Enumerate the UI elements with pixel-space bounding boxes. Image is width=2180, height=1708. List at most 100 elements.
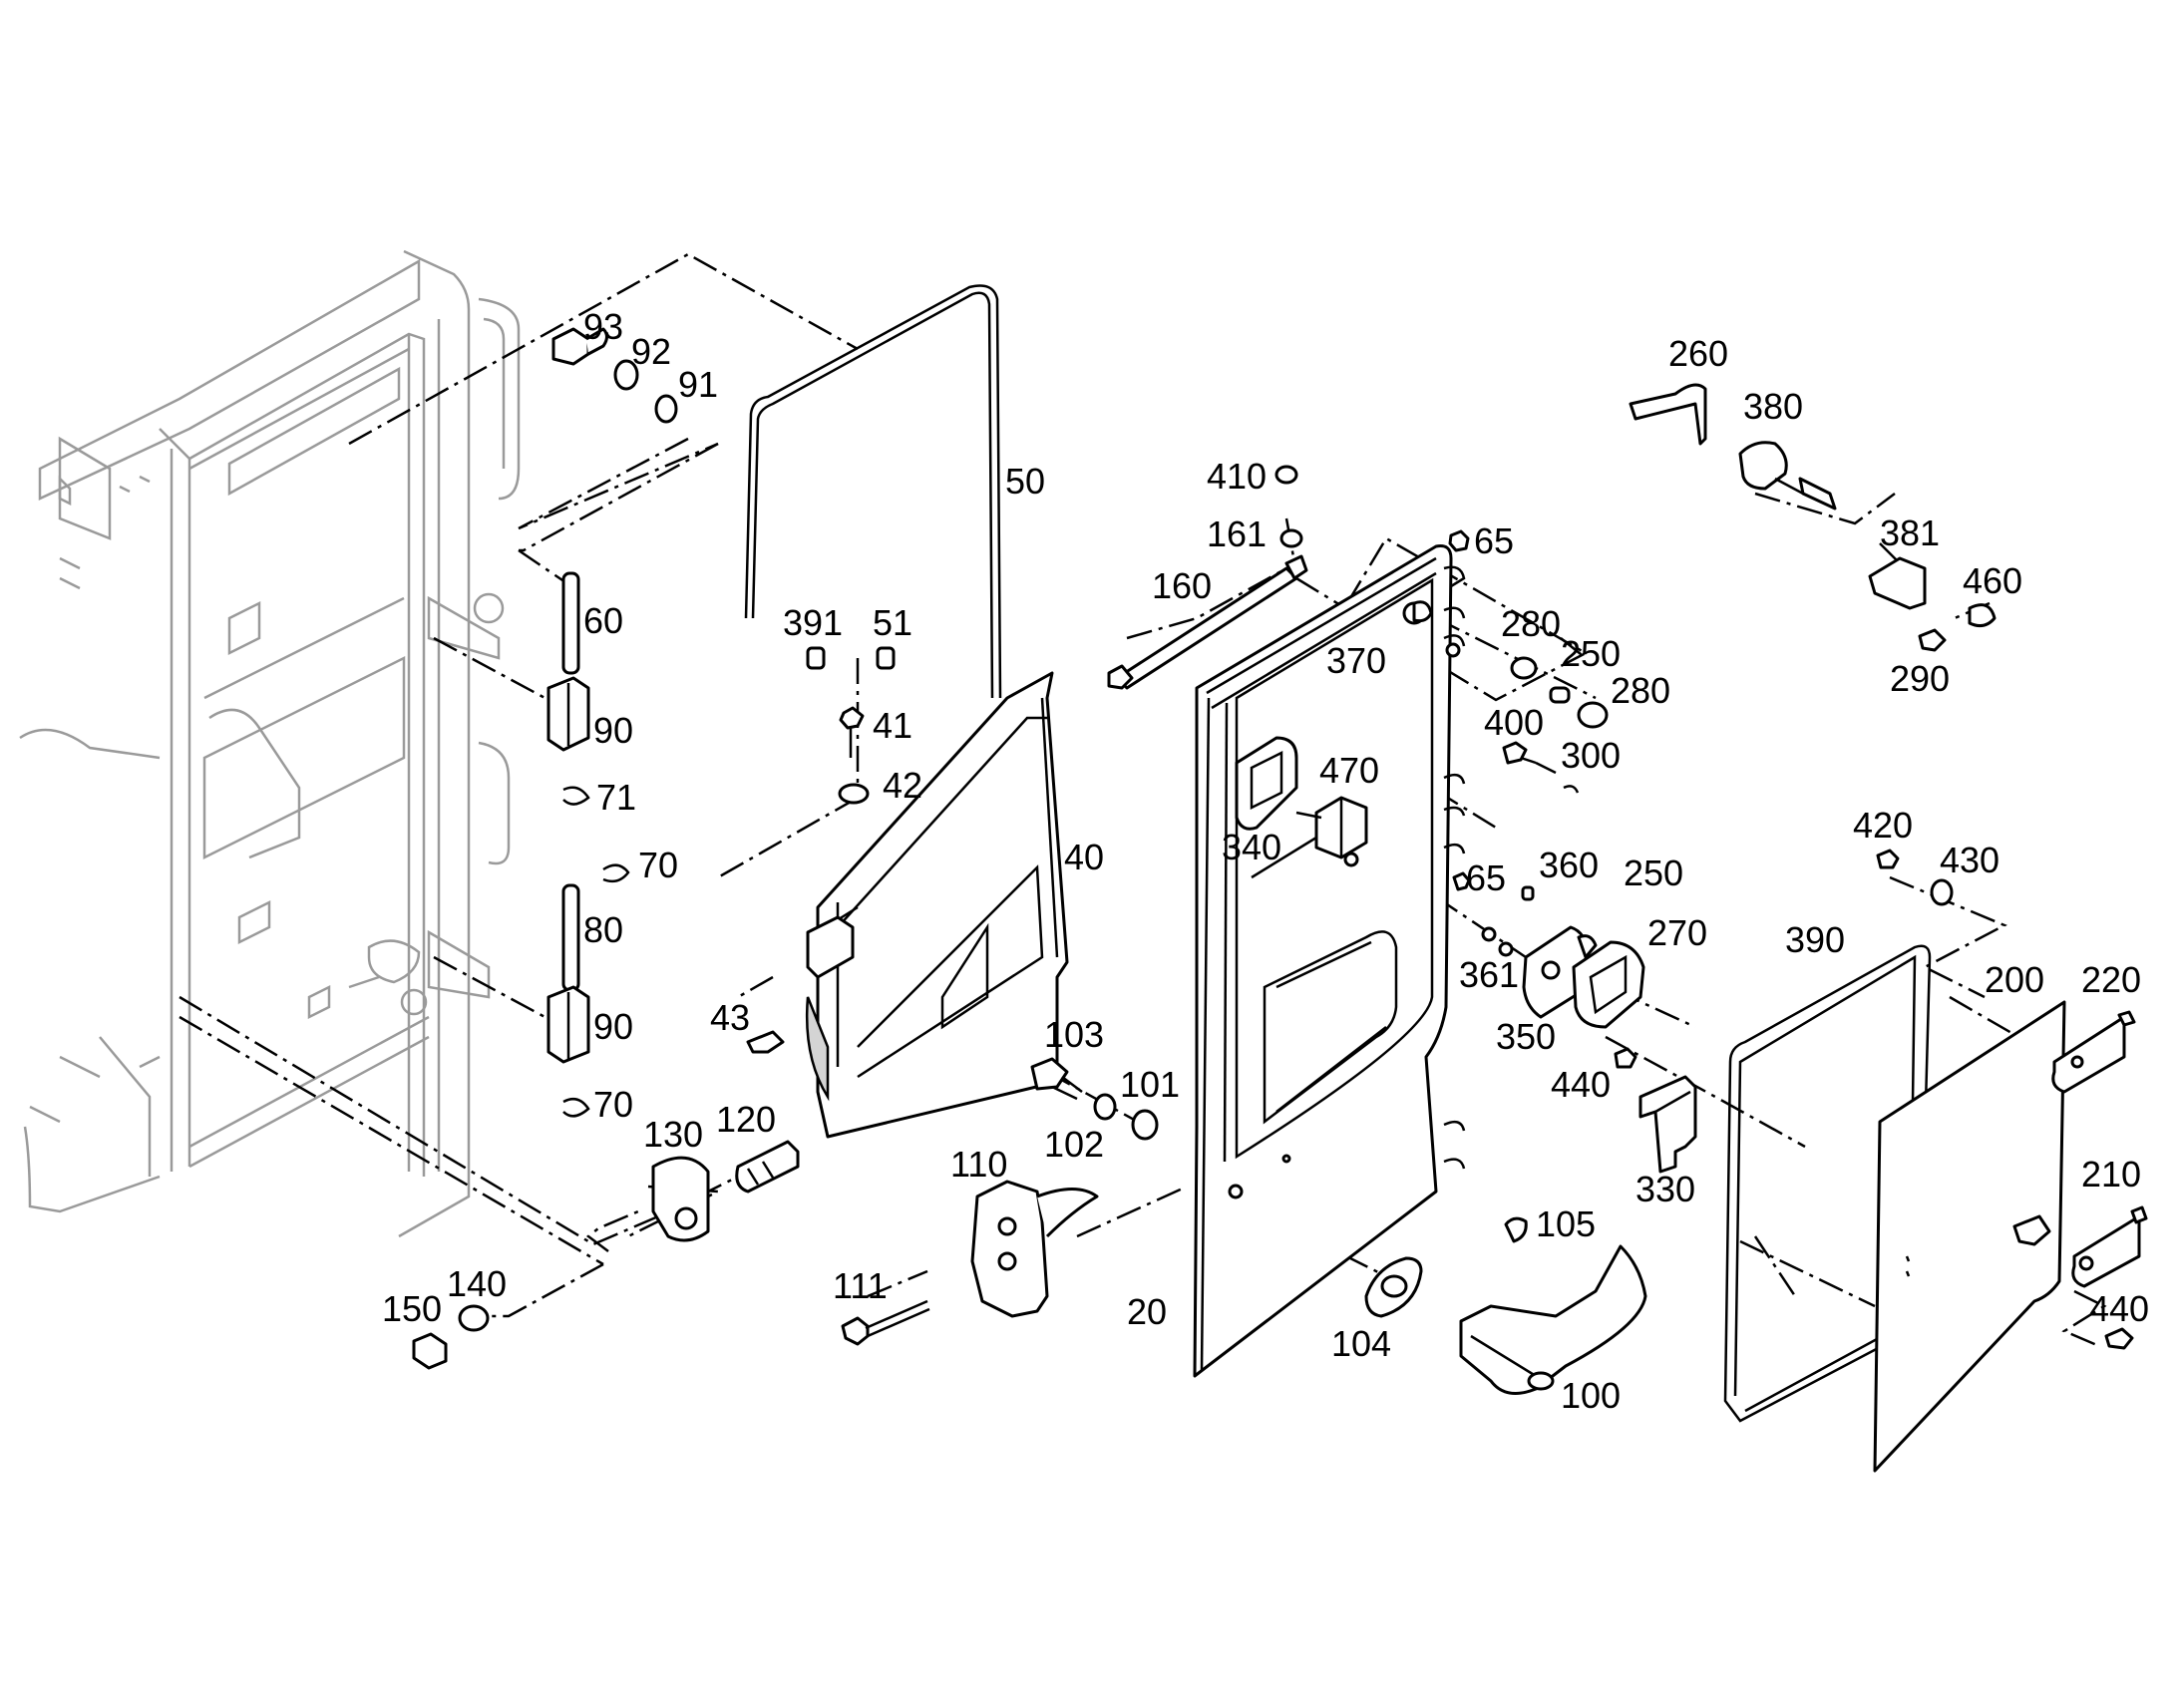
plate-210 — [2071, 1214, 2141, 1288]
callout-440a: 440 — [1551, 1064, 1611, 1105]
callout-290: 290 — [1890, 658, 1950, 699]
bolt-103 — [1030, 1057, 1069, 1091]
callout-350: 350 — [1496, 1016, 1556, 1057]
callout-280b: 280 — [1611, 670, 1670, 711]
callout-260: 260 — [1668, 333, 1728, 374]
seal-390 — [1723, 944, 1932, 1423]
clip-70a — [602, 863, 630, 883]
washer-280b — [1577, 701, 1609, 729]
inner-panel-40 — [805, 671, 1069, 1139]
callout-51: 51 — [873, 602, 912, 643]
callout-300: 300 — [1561, 735, 1621, 776]
clip-300 — [1563, 785, 1580, 794]
screw-400 — [1502, 741, 1528, 765]
pin-60 — [561, 571, 580, 675]
callout-71: 71 — [596, 777, 636, 818]
callout-391: 391 — [783, 602, 843, 643]
door-20 — [1193, 544, 1453, 1378]
callout-92: 92 — [631, 331, 671, 372]
spacer-250b — [1577, 934, 1598, 959]
grommet-105 — [1504, 1216, 1528, 1243]
callout-400: 400 — [1484, 702, 1544, 743]
callout-111: 111 — [833, 1265, 888, 1306]
bracket-381 — [1868, 556, 1927, 610]
washer-101 — [1131, 1109, 1159, 1141]
window-200 — [1873, 1000, 2066, 1473]
cap-460 — [1968, 603, 1997, 628]
callout-90a: 90 — [593, 710, 633, 751]
callout-50: 50 — [1005, 461, 1045, 502]
callout-65b: 65 — [1466, 857, 1506, 898]
bracket-260 — [1629, 383, 1707, 446]
callout-340: 340 — [1222, 827, 1281, 867]
handle-100 — [1459, 1244, 1647, 1395]
callout-70a: 70 — [638, 845, 678, 885]
callout-380: 380 — [1743, 386, 1803, 427]
plug-51 — [876, 646, 896, 670]
callout-360: 360 — [1539, 845, 1599, 885]
callout-220: 220 — [2081, 959, 2141, 1000]
washer-102 — [1093, 1093, 1117, 1121]
callout-150: 150 — [382, 1288, 442, 1329]
bolt-111 — [841, 1316, 870, 1346]
callout-labels: 93 92 91 60 90 71 70 80 90 70 130 120 15… — [382, 306, 2149, 1416]
screw-41 — [839, 706, 865, 730]
washer-410 — [1274, 465, 1298, 485]
callout-65a: 65 — [1474, 520, 1514, 561]
callout-440b: 440 — [2089, 1288, 2149, 1329]
callout-42: 42 — [883, 765, 922, 806]
clip-70b — [562, 1097, 590, 1118]
bolt-65a — [1448, 529, 1470, 552]
washer-91 — [654, 394, 678, 424]
bracket-330 — [1638, 1075, 1697, 1174]
callout-470: 470 — [1319, 750, 1379, 791]
washer-430 — [1930, 878, 1954, 906]
plug-391 — [806, 646, 826, 670]
plate-380 — [1738, 441, 1788, 491]
plate-220 — [2051, 1015, 2126, 1094]
callout-160: 160 — [1152, 565, 1212, 606]
bolt-290 — [1918, 628, 1947, 652]
washer-42 — [838, 783, 870, 805]
callout-105: 105 — [1536, 1203, 1596, 1244]
callout-100: 100 — [1561, 1375, 1621, 1416]
callout-361: 361 — [1459, 954, 1519, 995]
callout-41: 41 — [873, 705, 912, 746]
callout-420: 420 — [1853, 805, 1913, 846]
callout-130: 130 — [643, 1114, 703, 1155]
callout-140: 140 — [447, 1263, 507, 1304]
part-370 — [1412, 600, 1433, 623]
callout-210: 210 — [2081, 1154, 2141, 1195]
screw-420 — [1876, 849, 1900, 869]
callout-410: 410 — [1207, 456, 1267, 497]
washer-140 — [458, 1304, 490, 1332]
callout-101: 101 — [1120, 1064, 1180, 1105]
callout-104: 104 — [1331, 1323, 1391, 1364]
callout-280a: 280 — [1501, 603, 1561, 644]
plug-360 — [1521, 885, 1535, 901]
bolt-440b — [2104, 1327, 2134, 1350]
callout-120: 120 — [716, 1099, 776, 1140]
callout-20: 20 — [1127, 1291, 1167, 1332]
callout-250a: 250 — [1561, 633, 1621, 674]
washer-361a — [1481, 926, 1497, 942]
callout-460: 460 — [1963, 560, 2022, 601]
callout-381: 381 — [1880, 512, 1940, 553]
door-hinge-tabs — [1443, 565, 1466, 1170]
callout-93: 93 — [583, 306, 623, 347]
callout-161: 161 — [1207, 513, 1267, 554]
clip-71 — [562, 786, 590, 806]
callout-430: 430 — [1940, 840, 1999, 880]
washer-361b — [1498, 941, 1514, 957]
cab-frame — [19, 249, 521, 1238]
callout-43: 43 — [710, 997, 750, 1038]
callout-270: 270 — [1647, 912, 1707, 953]
callout-103: 103 — [1044, 1014, 1104, 1055]
callout-330: 330 — [1635, 1169, 1695, 1209]
callout-102: 102 — [1044, 1124, 1104, 1165]
callout-40: 40 — [1064, 837, 1104, 877]
callout-250b: 250 — [1624, 853, 1683, 893]
spacer-250a — [1549, 686, 1571, 704]
bolt-440a — [1614, 1047, 1637, 1069]
